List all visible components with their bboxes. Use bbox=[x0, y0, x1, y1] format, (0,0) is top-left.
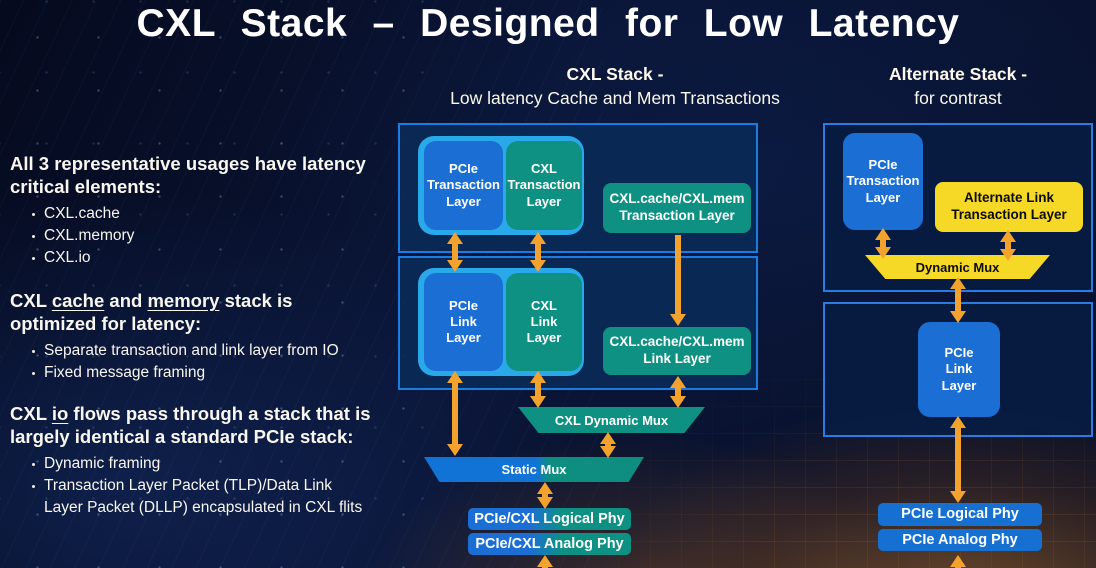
bullet-dot-icon bbox=[32, 485, 35, 488]
arrow-static-mux-to-logical-phy bbox=[537, 482, 553, 509]
bullet-tlp-dllp: Transaction Layer Packet (TLP)/Data Link… bbox=[10, 475, 402, 519]
bullet-dot-icon bbox=[32, 213, 35, 216]
cxl-dynamic-mux-trapezoid: CXL Dynamic Mux bbox=[518, 407, 705, 433]
arrow-alt-link-transaction-to-mux bbox=[1000, 230, 1016, 261]
cxl-stack-header: CXL Stack - Low latency Cache and Mem Tr… bbox=[400, 62, 830, 110]
paragraph-2-heading: CXL cache and memory stack is optimized … bbox=[10, 290, 293, 334]
cxl-transaction-layer-box: CXL Transaction Layer bbox=[506, 141, 582, 230]
arrow-cxl-transaction-to-link bbox=[530, 232, 546, 272]
pcie-cxl-analog-phy-box: PCIe/CXL Analog Phy bbox=[468, 533, 631, 555]
bullet-dot-icon bbox=[32, 235, 35, 238]
cache-memory-paragraph: CXL cache and memory stack is optimized … bbox=[10, 289, 396, 384]
paragraph-3-bullets: Dynamic framing Transaction Layer Packet… bbox=[10, 453, 402, 519]
arrow-alt-analog-phy-down bbox=[950, 555, 966, 568]
paragraph-3-heading: CXL io flows pass through a stack that i… bbox=[10, 403, 371, 447]
alternate-stack-header-line2: for contrast bbox=[914, 88, 1002, 108]
arrow-cachemem-link-to-dynamic-mux bbox=[670, 376, 686, 408]
alt-pcie-transaction-layer-box: PCIe Transaction Layer bbox=[843, 133, 923, 230]
cxl-stack-header-line1: CXL Stack - bbox=[566, 64, 664, 84]
slide-title: CXL Stack – Designed for Low Latency bbox=[136, 2, 960, 45]
alternate-stack-header: Alternate Stack - for contrast bbox=[828, 62, 1088, 110]
arrow-dynamic-mux-to-static-mux bbox=[600, 432, 616, 458]
pcie-link-layer-box: PCIe Link Layer bbox=[424, 273, 503, 371]
cxl-stack-header-line2: Low latency Cache and Mem Transactions bbox=[450, 88, 780, 108]
alt-pcie-analog-phy-box: PCIe Analog Phy bbox=[878, 529, 1042, 551]
arrow-alt-mux-to-pcie-link bbox=[950, 277, 966, 323]
alt-dynamic-mux-trapezoid: Dynamic Mux bbox=[865, 255, 1050, 279]
bullet-dot-icon bbox=[32, 350, 35, 353]
arrow-analog-phy-down bbox=[537, 555, 553, 568]
bullet-dynamic-framing: Dynamic framing bbox=[10, 453, 402, 475]
bullet-fixed-framing: Fixed message framing bbox=[10, 362, 396, 384]
arrow-pcie-transaction-to-link bbox=[447, 232, 463, 272]
cxl-io-paragraph: CXL io flows pass through a stack that i… bbox=[10, 402, 402, 519]
static-mux-trapezoid: Static Mux bbox=[424, 457, 644, 482]
bullet-cxl-memory: CXL.memory bbox=[10, 225, 396, 247]
alt-pcie-logical-phy-box: PCIe Logical Phy bbox=[878, 503, 1042, 526]
cxl-link-layer-box: CXL Link Layer bbox=[506, 273, 582, 371]
bullet-cxl-cache: CXL.cache bbox=[10, 203, 396, 225]
bullet-dot-icon bbox=[32, 372, 35, 375]
bullet-dot-icon bbox=[32, 463, 35, 466]
alt-pcie-link-layer-box: PCIe Link Layer bbox=[918, 322, 1000, 417]
bullet-dot-icon bbox=[32, 257, 35, 260]
pcie-transaction-layer-box: PCIe Transaction Layer bbox=[424, 141, 503, 230]
arrow-cxl-link-to-dynamic-mux bbox=[530, 371, 546, 408]
alternate-stack-header-line1: Alternate Stack - bbox=[888, 64, 1028, 84]
cachemem-link-layer-box: CXL.cache/CXL.mem Link Layer bbox=[603, 327, 751, 375]
paragraph-1-heading: All 3 representative usages have latency… bbox=[10, 153, 366, 197]
arrow-cachemem-transaction-to-link bbox=[670, 235, 686, 326]
paragraph-2-bullets: Separate transaction and link layer from… bbox=[10, 340, 396, 384]
cachemem-transaction-layer-box: CXL.cache/CXL.mem Transaction Layer bbox=[603, 183, 751, 233]
pcie-cxl-logical-phy-box: PCIe/CXL Logical Phy bbox=[468, 508, 631, 530]
alternate-link-transaction-layer-box: Alternate Link Transaction Layer bbox=[935, 182, 1083, 232]
arrow-pcie-link-to-static-mux bbox=[447, 371, 463, 456]
latency-critical-paragraph: All 3 representative usages have latency… bbox=[10, 152, 396, 269]
paragraph-1-bullets: CXL.cache CXL.memory CXL.io bbox=[10, 203, 396, 269]
bullet-separate-layers: Separate transaction and link layer from… bbox=[10, 340, 396, 362]
arrow-alt-pcie-transaction-to-mux bbox=[875, 228, 891, 259]
bullet-cxl-io: CXL.io bbox=[10, 247, 396, 269]
arrow-alt-pcie-link-to-logical-phy bbox=[950, 416, 966, 503]
